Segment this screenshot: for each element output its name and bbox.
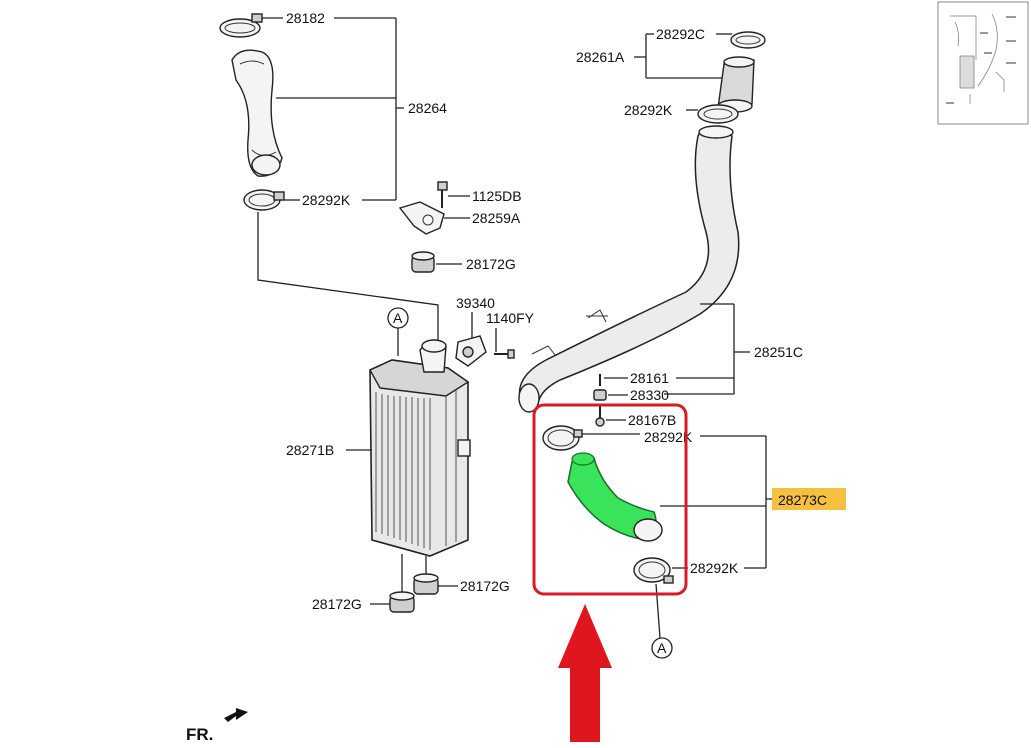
marker-a-right: A xyxy=(651,583,673,659)
label-28259a[interactable]: 28259A xyxy=(472,210,521,226)
hose-28264[interactable] xyxy=(231,49,283,177)
label-28161[interactable]: 28161 xyxy=(630,370,669,386)
label-28167b[interactable]: 28167B xyxy=(628,412,676,428)
pipe-28251c[interactable] xyxy=(518,125,740,413)
marker-a-left: A xyxy=(387,307,409,356)
label-28330[interactable]: 28330 xyxy=(630,387,669,403)
label-1125db[interactable]: 1125DB xyxy=(472,188,522,204)
label-28292k-mid-right[interactable]: 28292K xyxy=(644,429,693,445)
highlight-28273c[interactable]: 28273C xyxy=(772,488,846,510)
bolt-1125db[interactable] xyxy=(437,181,448,208)
label-28292k-lower-right[interactable]: 28292K xyxy=(690,560,739,576)
label-28292k-left[interactable]: 28292K xyxy=(302,192,351,208)
grommet-28172g-bottom-right[interactable] xyxy=(413,573,439,595)
label-1140fy[interactable]: 1140FY xyxy=(486,310,535,326)
hose-28273c[interactable] xyxy=(567,452,663,542)
label-28292k-upper-right[interactable]: 28292K xyxy=(624,102,673,118)
sensor-39340[interactable] xyxy=(455,335,487,367)
label-28251c[interactable]: 28251C xyxy=(754,344,803,360)
grommet-28172g-top[interactable] xyxy=(411,251,435,273)
clamp-28292k-lower-right[interactable] xyxy=(633,557,674,584)
diagram-thumbnail[interactable] xyxy=(937,1,1029,125)
front-direction-icon xyxy=(224,708,248,722)
label-39340[interactable]: 39340 xyxy=(456,295,495,311)
label-28264[interactable]: 28264 xyxy=(408,100,447,116)
clamp-28292k-left[interactable] xyxy=(243,189,285,211)
grommet-28330[interactable] xyxy=(593,389,607,401)
front-label: FR. xyxy=(186,725,213,744)
label-28261a[interactable]: 28261A xyxy=(576,49,625,65)
label-28292c[interactable]: 28292C xyxy=(656,26,705,42)
sleeve-28261a[interactable] xyxy=(717,56,755,113)
svg-text:A: A xyxy=(657,640,667,656)
label-28172g-bottom-left[interactable]: 28172G xyxy=(312,596,362,612)
up-arrow-icon xyxy=(558,604,612,742)
clamp-28292k-mid-right[interactable] xyxy=(542,425,583,451)
clamp-28292c[interactable] xyxy=(730,31,766,49)
label-28172g-bottom-right[interactable]: 28172G xyxy=(460,578,510,594)
label-28273c: 28273C xyxy=(778,492,827,508)
bolt-1140fy[interactable] xyxy=(494,349,515,359)
clamp-28182[interactable] xyxy=(219,13,263,38)
label-28271b[interactable]: 28271B xyxy=(286,442,334,458)
svg-text:A: A xyxy=(393,310,403,326)
clamp-28292k-upper-right[interactable] xyxy=(697,104,739,124)
grommet-28172g-bottom-left[interactable] xyxy=(389,591,415,613)
bracket-28259a[interactable] xyxy=(398,201,445,235)
intercooler-28271b[interactable] xyxy=(369,339,471,557)
selection-box xyxy=(532,403,688,596)
label-28182[interactable]: 28182 xyxy=(286,10,325,26)
label-28172g-top[interactable]: 28172G xyxy=(466,256,516,272)
bolt-28167b[interactable] xyxy=(595,404,605,427)
